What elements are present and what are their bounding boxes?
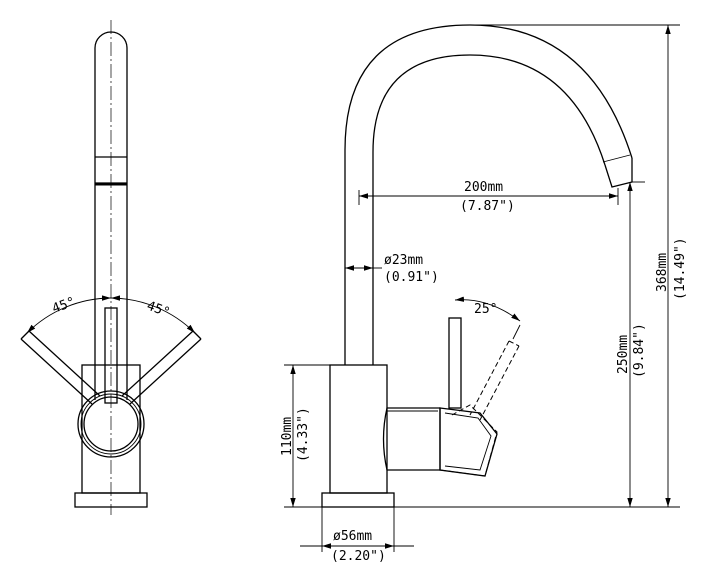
spout-height-in: (9.84") bbox=[632, 323, 647, 378]
angle-label-left: 45° bbox=[50, 295, 77, 317]
front-handle-head bbox=[439, 407, 498, 477]
side-base bbox=[74, 492, 148, 508]
body-height-mm: 110mm bbox=[280, 417, 295, 456]
side-view: 45° 45° bbox=[20, 20, 202, 515]
angle-label-right: 45° bbox=[145, 299, 172, 321]
front-cartridge bbox=[382, 407, 441, 471]
front-body bbox=[329, 364, 388, 494]
reach-mm: 200mm bbox=[464, 180, 503, 195]
front-base bbox=[321, 492, 395, 508]
front-spout-inner bbox=[372, 54, 606, 365]
base-diameter-in: (2.20") bbox=[331, 549, 386, 564]
lever-angle-arc bbox=[454, 296, 521, 322]
angle-arc-right bbox=[110, 295, 196, 334]
spout-diameter-mm: ø23mm bbox=[384, 253, 423, 268]
base-diameter-mm: ø56mm bbox=[333, 529, 372, 544]
front-spout-tip bbox=[604, 158, 633, 188]
total-height-in: (14.49") bbox=[673, 237, 688, 300]
side-lever-right bbox=[129, 338, 202, 405]
front-view: 25° 200mm (7.87") ø23mm (0.91") 110mm (4… bbox=[280, 24, 688, 564]
side-lever-left bbox=[20, 338, 93, 405]
front-spout-outer bbox=[344, 24, 633, 365]
spout-height-mm: 250mm bbox=[616, 335, 631, 374]
front-lever-tilted bbox=[469, 340, 510, 416]
reach-in: (7.87") bbox=[460, 199, 515, 214]
angle-arc-left bbox=[26, 295, 112, 334]
lever-angle-label: 25° bbox=[474, 302, 497, 317]
body-height-in: (4.33") bbox=[296, 407, 311, 462]
spout-diameter-in: (0.91") bbox=[384, 270, 439, 285]
total-height-mm: 368mm bbox=[655, 253, 670, 292]
side-handle-hub bbox=[77, 390, 145, 458]
front-lever-vertical bbox=[448, 317, 462, 409]
side-spout-tube bbox=[94, 31, 128, 400]
